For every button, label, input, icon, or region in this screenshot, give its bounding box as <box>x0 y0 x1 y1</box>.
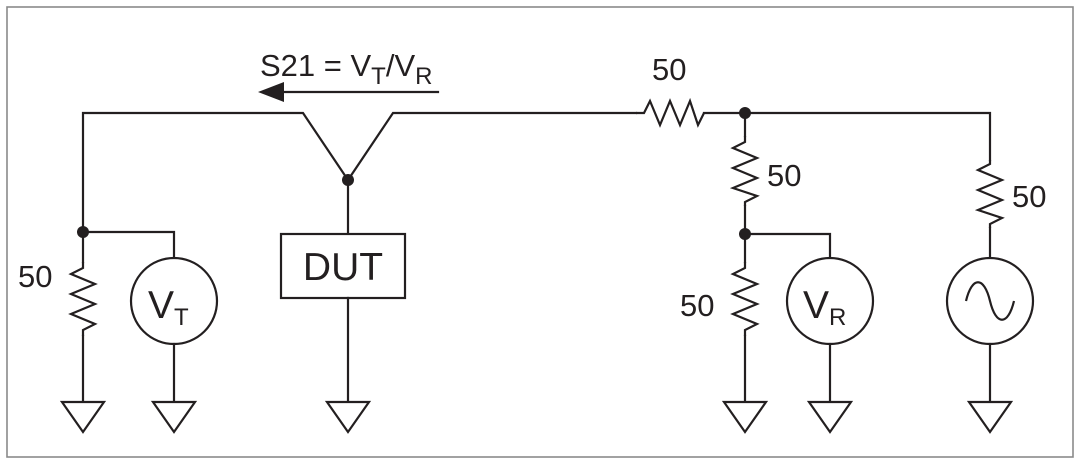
vr-meter-main: V <box>803 284 829 327</box>
vt-meter-sub: T <box>174 304 189 331</box>
junction-dot <box>342 174 354 186</box>
ground-icon <box>59 400 107 434</box>
dut-box <box>279 232 407 300</box>
vr-meter-sub: R <box>829 304 846 331</box>
equation-sub-r: R <box>415 63 432 90</box>
top-wiring <box>81 111 992 234</box>
source-resistor-value: 50 <box>1012 179 1046 214</box>
equation-lhs: S21 = V <box>260 48 371 83</box>
junction-dot <box>739 107 751 119</box>
equation-label: S21 = VT/VR <box>260 48 432 90</box>
ground-icon <box>966 400 1014 434</box>
series-resistor: 50 <box>636 52 705 128</box>
splitter-branch: 50 50 VR <box>680 111 875 404</box>
ground-icon <box>324 400 372 434</box>
vr-meter-label: VR <box>803 284 846 331</box>
figure-frame <box>6 6 1074 458</box>
equation-mid: /V <box>386 48 416 83</box>
vt-load-resistor-value: 50 <box>18 259 52 294</box>
equation-sub-t: T <box>371 63 386 90</box>
ac-source-sine-icon <box>964 281 1016 321</box>
ground-icon <box>806 400 854 434</box>
dut-branch: DUT <box>279 178 407 404</box>
source-branch: 50 <box>945 160 1046 404</box>
dut-label: DUT <box>303 246 383 289</box>
vt-branch: 50 VT <box>18 230 219 404</box>
junction-dot <box>77 226 89 238</box>
junction-dot <box>739 228 751 240</box>
upper-shunt-resistor-value: 50 <box>767 158 801 193</box>
ground-icon <box>721 400 769 434</box>
vr-meter <box>785 256 875 346</box>
signal-direction-arrow <box>258 82 440 102</box>
vt-meter-label: VT <box>148 284 189 331</box>
series-resistor-value: 50 <box>652 52 686 87</box>
ground-icon <box>150 400 198 434</box>
vt-meter-main: V <box>148 284 174 327</box>
lower-shunt-resistor-value: 50 <box>680 288 714 323</box>
